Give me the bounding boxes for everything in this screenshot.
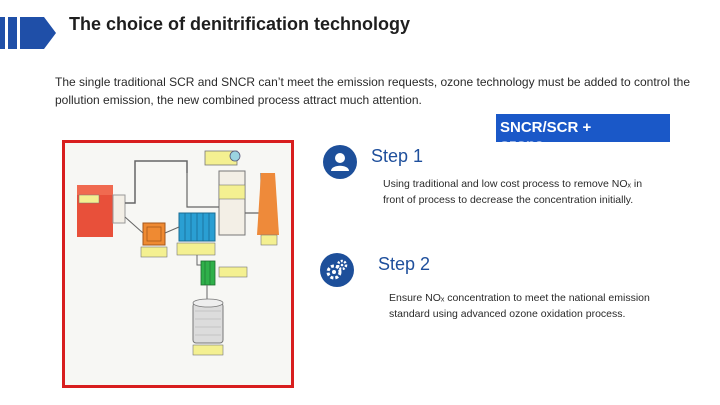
- boiler-unit: [77, 185, 126, 237]
- page-title: The choice of denitrification technology: [69, 14, 411, 34]
- step-2-label: Step 2: [378, 254, 431, 274]
- banner-text: SNCR/SCR + ozone: [500, 118, 591, 154]
- banner-line2: ozone: [500, 136, 544, 153]
- intro-paragraph: The single traditional SCR and SNCR can’…: [55, 75, 691, 107]
- step-2-description: Ensure NOₓ concentration to meet the nat…: [389, 292, 650, 320]
- step-1-label: Step 1: [371, 146, 424, 166]
- gear-icon: [320, 253, 354, 287]
- user-icon: [323, 145, 357, 179]
- banner-bar: [496, 114, 670, 142]
- step-1-description: Using traditional and low cost process t…: [383, 178, 643, 206]
- banner-line1: SNCR/SCR +: [500, 119, 592, 136]
- logo-bars-icon: [0, 13, 62, 53]
- process-diagram: [62, 140, 294, 388]
